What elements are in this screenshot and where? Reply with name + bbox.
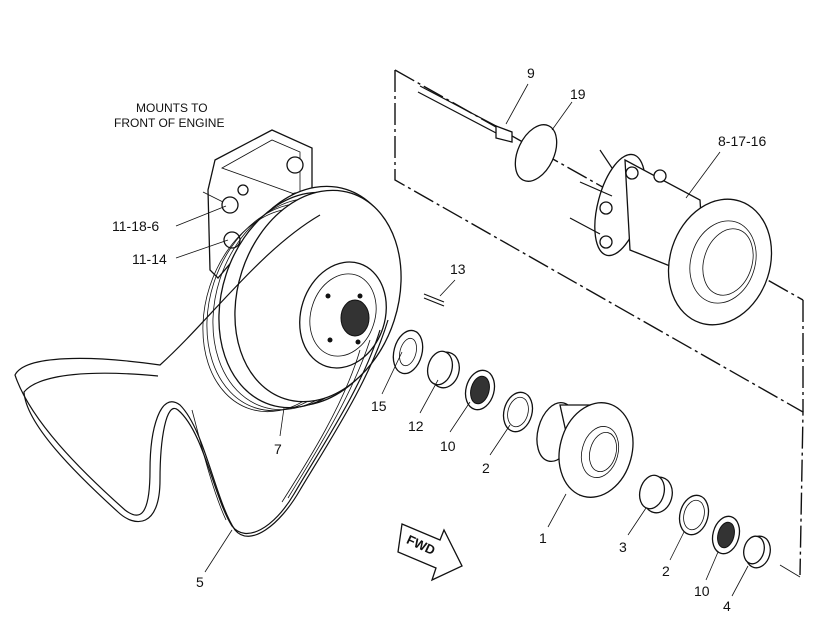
- cotter-pin-part-13: [423, 293, 445, 307]
- spacer-part-12: [426, 350, 460, 389]
- mount-note-line2: FRONT OF ENGINE: [114, 116, 224, 130]
- callout-5: 5: [196, 574, 204, 590]
- callout-11-14: 11-14: [132, 251, 167, 267]
- ring-part-2-a: [502, 391, 534, 433]
- callout-12: 12: [408, 418, 424, 434]
- bearing-cone-part-3: [638, 474, 673, 514]
- drive-belt: [14, 214, 389, 537]
- capscrew-part-9: [417, 85, 513, 143]
- large-pulley: [202, 185, 402, 413]
- callout-8-17-16: 8-17-16: [718, 133, 766, 149]
- callout-19: 19: [570, 86, 586, 102]
- callout-2-a: 2: [482, 460, 490, 476]
- mount-note-line1: MOUNTS TO: [136, 101, 208, 115]
- callout-11-18-6: 11-18-6: [112, 218, 159, 234]
- cap-part-4: [743, 535, 771, 569]
- callout-9: 9: [527, 65, 535, 81]
- callout-4: 4: [723, 598, 731, 614]
- o-ring-part-19: [514, 124, 558, 182]
- callout-1: 1: [539, 530, 547, 546]
- callout-13: 13: [450, 261, 466, 277]
- hub-part-8-17-16: [569, 149, 773, 326]
- ring-part-2-b: [678, 494, 710, 536]
- callout-2-b: 2: [662, 563, 670, 579]
- leader-lines: [175, 83, 749, 597]
- callout-15: 15: [371, 398, 387, 414]
- mounting-bracket: [202, 129, 313, 279]
- callout-7: 7: [274, 441, 282, 457]
- callout-3: 3: [619, 539, 627, 555]
- callout-10-a: 10: [440, 438, 456, 454]
- bearing-part-10-a: [464, 369, 496, 411]
- callout-10-b: 10: [694, 583, 710, 599]
- bearing-part-10-b: [711, 515, 741, 555]
- washer-part-15: [392, 329, 424, 375]
- housing-part-1: [536, 402, 634, 498]
- forward-direction-arrow: FWD: [397, 523, 463, 582]
